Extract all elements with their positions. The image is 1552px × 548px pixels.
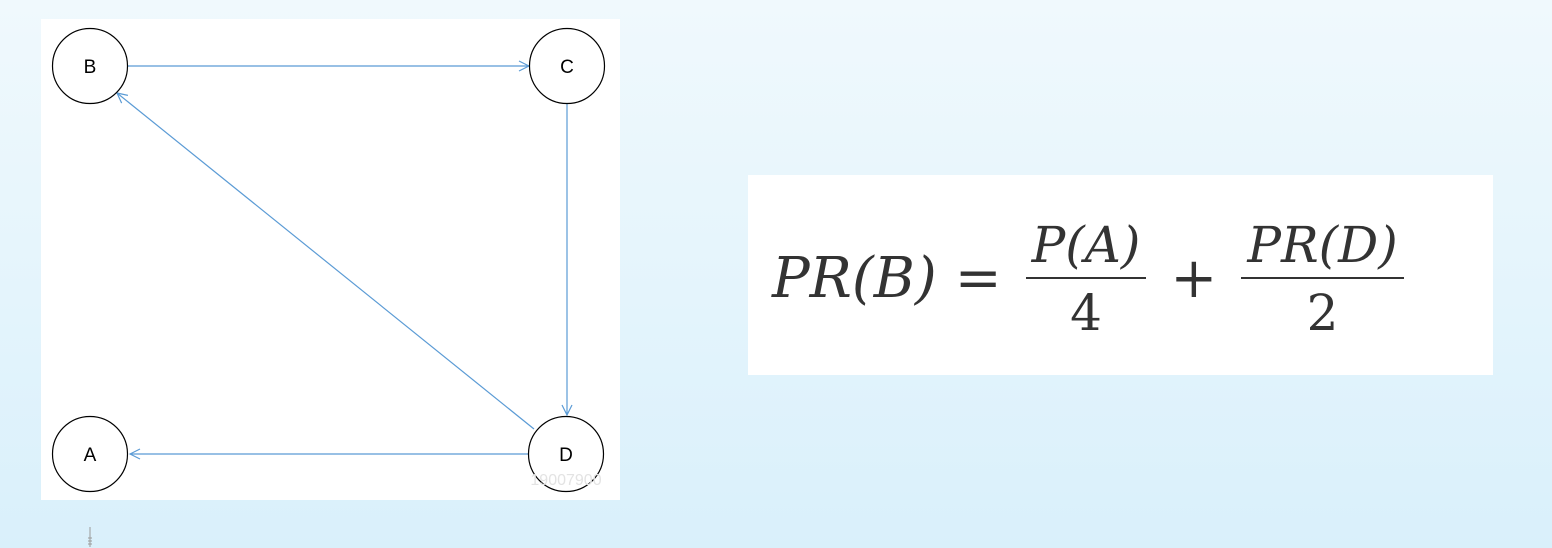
formula-lhs: PR(B) (772, 246, 937, 311)
edge-d-to-b (117, 93, 535, 430)
scroll-artifact-icon (86, 526, 94, 548)
tick-marks-icon (88, 527, 92, 547)
pagerank-formula: PR(B) = P(A) 4 + PR(D) 2 (772, 209, 1410, 349)
node-c-label: C (560, 57, 574, 78)
directed-graph: B C A D 19007900 (51, 27, 606, 493)
fraction-1-denominator: 4 (1070, 284, 1102, 342)
fraction-2-numerator: PR(D) (1247, 216, 1398, 274)
node-d: D (527, 415, 605, 493)
formula-fraction-1: P(A) 4 (1025, 215, 1147, 343)
fraction-2-denominator: 2 (1306, 284, 1339, 342)
node-a-label: A (84, 445, 97, 466)
node-b: B (51, 27, 129, 105)
graph-panel: B C A D 19007900 (41, 19, 620, 500)
formula-plus-sign: + (1170, 246, 1218, 311)
fraction-2-bar (1241, 277, 1404, 279)
node-a: A (51, 415, 129, 493)
fraction-1-bar (1025, 277, 1147, 279)
formula-panel: PR(B) = P(A) 4 + PR(D) 2 (748, 175, 1493, 375)
node-d-label: D (559, 445, 573, 466)
watermark-text: 19007900 (530, 472, 601, 489)
formula-fraction-2: PR(D) 2 (1241, 215, 1404, 343)
formula-equals-sign: = (954, 246, 1002, 311)
node-c: C (528, 27, 606, 105)
node-b-label: B (84, 57, 97, 78)
fraction-1-numerator: P(A) (1031, 216, 1141, 274)
